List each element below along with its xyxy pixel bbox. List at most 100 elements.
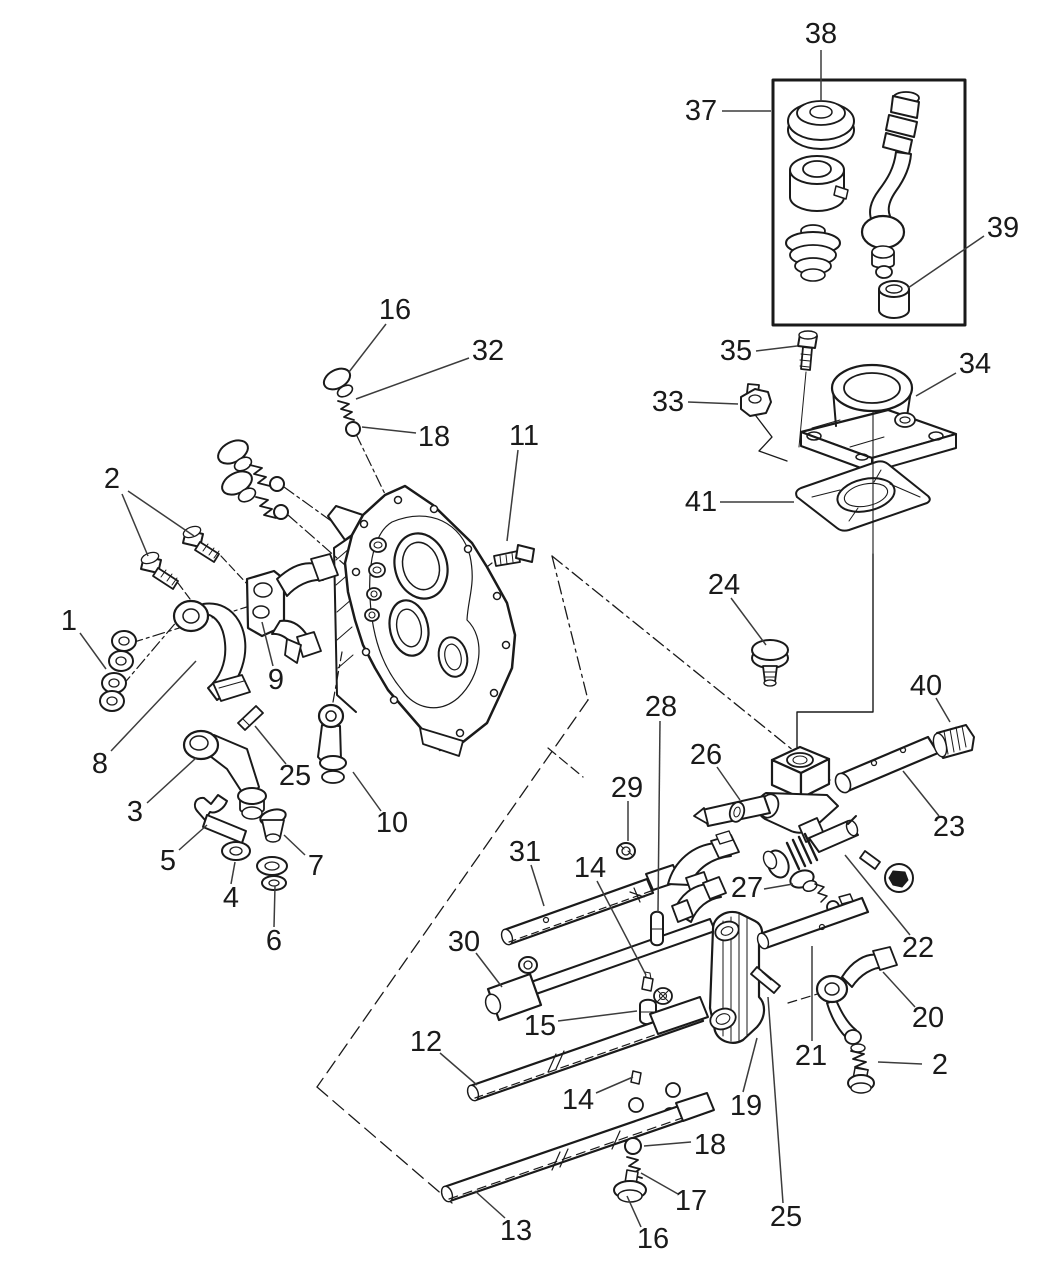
link-10-base: [321, 770, 345, 784]
callout-number-17: 17: [675, 1185, 707, 1217]
callout-leader-8: [110, 660, 197, 752]
callout-number-11: 11: [509, 420, 539, 452]
bolt-2c-head-rim: [850, 1082, 872, 1094]
callout-leader-4: [230, 861, 236, 885]
callout-number-15: 15: [524, 1010, 556, 1042]
washer-6a: [256, 856, 288, 876]
callout-number-27: 27: [731, 872, 763, 904]
callout-number-32: 32: [472, 335, 504, 367]
callout-leader-18: [643, 1141, 692, 1147]
callout-leader-28: [657, 720, 661, 913]
case-left-wall: [333, 536, 357, 713]
callout-leader-18: [361, 426, 417, 434]
interlock-19-bore-top: [714, 920, 740, 942]
button-24-threads: [763, 671, 777, 678]
detent-plug-b-stem: [237, 487, 257, 503]
lever-3-foot-base: [241, 806, 263, 820]
nut-1b: [108, 650, 134, 672]
pin-25a-line: [242, 718, 251, 727]
ring-29b-bore: [523, 960, 533, 970]
callout-leader-31: [530, 864, 545, 907]
washer-6b: [261, 875, 287, 891]
callout-leader-16: [348, 323, 387, 373]
case-rim-bolt-11: [351, 567, 361, 577]
shifter-retainer-bottom: [789, 196, 845, 212]
tower-bolt-hole-2: [928, 431, 944, 441]
case-hole-4: [364, 608, 380, 622]
plunger-22-cap-face: [762, 850, 778, 870]
callout-number-18: 18: [694, 1129, 726, 1161]
fork-9-pad-lower: [296, 631, 322, 658]
phantom-axis-case-to-rail: [551, 555, 831, 781]
interlock-19-bore-top-i: [720, 926, 734, 936]
callout-number-23: 23: [933, 811, 965, 843]
callout-leader-17: [640, 1172, 679, 1195]
case-hole-4i: [368, 611, 376, 619]
callout-leader-2: [877, 1061, 923, 1065]
bolt-2a-threads: [160, 569, 178, 586]
callout-number-38: 38: [805, 18, 837, 50]
plug-40-face: [932, 732, 948, 758]
callout-leader-2: [127, 490, 195, 537]
callout-number-25: 25: [770, 1201, 802, 1233]
callout-number-1: 1: [61, 605, 77, 637]
callout-leader-35: [755, 345, 798, 352]
case-bore-small-inner: [444, 643, 462, 671]
lever-tip: [875, 265, 893, 279]
callout-leader-40: [935, 697, 951, 723]
case-rim-bolt-7: [455, 728, 465, 738]
fork-5-arm: [202, 814, 247, 844]
ring-29b: [518, 956, 538, 974]
callout-number-35: 35: [720, 335, 752, 367]
phantom-case-corner: [547, 747, 584, 778]
callout-leader-26: [716, 766, 741, 801]
callout-leader-14: [596, 880, 647, 976]
callout-number-13: 13: [500, 1215, 532, 1247]
lever-3-boss-bore: [189, 735, 209, 751]
callout-number-2: 2: [104, 463, 120, 495]
bolt-11-threads: [499, 552, 514, 566]
callout-leader-2: [121, 493, 149, 557]
bolt-2b-head-top: [182, 525, 202, 539]
nut-1d: [99, 690, 125, 712]
callout-leader-6: [273, 885, 276, 928]
tower-side-port: [894, 412, 916, 428]
washer-spoked-marks: [656, 989, 670, 1003]
detent-spring-b: [255, 496, 277, 519]
selector-26-bore-inner: [792, 755, 808, 765]
callout-leader-25: [254, 725, 287, 765]
case-bore-upper-inner: [401, 541, 441, 591]
phantom-hole-2: [665, 1082, 681, 1098]
callout-leader-27: [763, 883, 794, 890]
lever-3-boss: [182, 729, 220, 761]
callout-number-22: 22: [902, 932, 934, 964]
rail-13-sleeve: [675, 1092, 715, 1122]
gasket-41: [795, 460, 931, 532]
ring-29-bore: [621, 846, 631, 856]
callout-leader-30: [475, 952, 503, 988]
case-hole-1: [369, 537, 387, 553]
set-pin: [859, 850, 881, 870]
callout-number-14: 14: [562, 1084, 594, 1116]
phantom-detent-axis-2: [287, 514, 363, 581]
callout-leader-15: [557, 1010, 638, 1022]
bolt-35-head-top: [798, 330, 818, 340]
fork-5-claw: [193, 794, 228, 821]
parts-artwork: [99, 78, 975, 1204]
clip-33-wire: [755, 415, 788, 462]
callout-leader-19: [742, 1037, 758, 1093]
rail-13-cap: [440, 1185, 454, 1203]
bolt-2c-threads: [850, 1050, 869, 1071]
rail-31-cap: [500, 928, 514, 946]
case-hole-2i: [372, 566, 382, 574]
case-hole-3: [366, 587, 382, 601]
fork-31-insert: [715, 830, 734, 845]
rail-21-nub: [838, 893, 854, 905]
case-bore-lower-inner: [395, 608, 423, 648]
callout-number-39: 39: [987, 212, 1019, 244]
callout-number-12: 12: [410, 1026, 442, 1058]
selector-26-pin-bore: [733, 806, 741, 818]
button-24-tip: [763, 679, 777, 687]
phantom-boundary-upper: [551, 555, 589, 701]
